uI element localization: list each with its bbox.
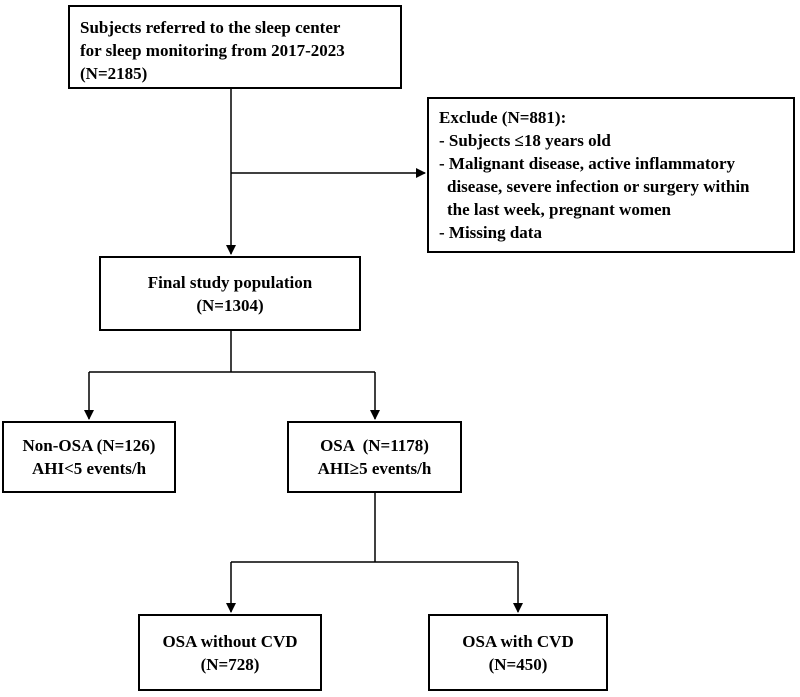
non-osa-line-2: AHI<5 events/h — [31, 459, 147, 478]
osa-without-cvd-line-2: (N=728) — [200, 654, 260, 674]
exclude-criterion-disease: - Malignant disease, active inflammatory — [439, 154, 736, 173]
osa-with-cvd-line-1: OSA with CVD — [462, 631, 574, 651]
final-line-1: Final study population — [147, 272, 313, 292]
non-osa-line-1: Non-OSA (N=126) — [22, 436, 156, 455]
final-population-box: Final study population (N=1304) — [99, 256, 361, 331]
referred-subjects-box: Subjects referred to the sleep center fo… — [68, 5, 402, 89]
referred-line-3: (N=2185) — [80, 64, 148, 83]
exclusion-box: Exclude (N=881): - Subjects ≤18 years ol… — [427, 97, 795, 253]
osa-with-cvd-line-2: (N=450) — [488, 654, 548, 674]
osa-line-2: AHI≥5 events/h — [317, 459, 432, 478]
osa-line-1: OSA (N=1178) — [320, 436, 429, 455]
non-osa-box: Non-OSA (N=126) AHI<5 events/h — [2, 421, 176, 493]
exclude-criterion-disease-cont-1: disease, severe infection or surgery wit… — [447, 177, 750, 196]
osa-without-cvd-line-1: OSA without CVD — [162, 631, 298, 651]
exclude-criterion-missing: - Missing data — [439, 223, 542, 242]
final-line-2: (N=1304) — [196, 295, 264, 315]
referred-line-2: for sleep monitoring from 2017-2023 — [80, 41, 345, 60]
referred-line-1: Subjects referred to the sleep center — [80, 18, 341, 37]
exclude-criterion-disease-cont-2: the last week, pregnant women — [447, 200, 671, 219]
osa-with-cvd-box: OSA with CVD (N=450) — [428, 614, 608, 691]
exclude-criterion-age: - Subjects ≤18 years old — [439, 131, 611, 150]
osa-box: OSA (N=1178) AHI≥5 events/h — [287, 421, 462, 493]
osa-without-cvd-box: OSA without CVD (N=728) — [138, 614, 322, 691]
exclude-heading: Exclude (N=881): — [439, 108, 567, 127]
